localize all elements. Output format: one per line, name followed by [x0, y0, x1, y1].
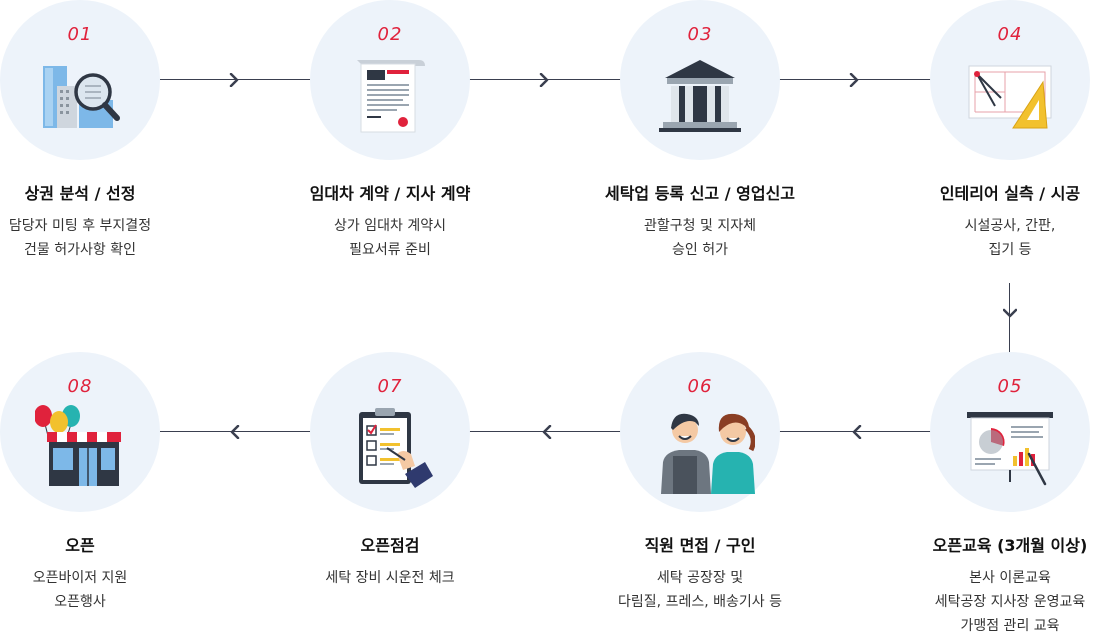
desc-line: 본사 이론교육	[969, 570, 1051, 586]
chevron-down-icon	[1003, 308, 1017, 318]
step-06-title: 직원 면접 / 구인	[644, 536, 756, 555]
step-05-desc: 본사 이론교육 세탁공장 지사장 운영교육 가맹점 관리 교육	[890, 566, 1094, 638]
chevron-left-icon	[230, 425, 240, 439]
desc-line: 승인 허가	[672, 242, 728, 258]
step-number: 07	[377, 376, 403, 397]
step-01-circle: 01	[0, 0, 160, 160]
desc-line: 집기 등	[988, 242, 1032, 258]
step-03-title: 세탁업 등록 신고 / 영업신고	[604, 184, 796, 203]
desc-line: 시설공사, 간판,	[964, 218, 1056, 234]
step-08-title: 오픈	[65, 536, 95, 555]
checklist-clipboard-icon	[359, 408, 433, 488]
chevron-right-icon	[229, 73, 239, 87]
desc-line: 가맹점 관리 교육	[960, 618, 1060, 634]
desc-line: 세탁공장 지사장 운영교육	[934, 594, 1086, 610]
step-number: 03	[687, 24, 713, 45]
step-04-desc: 시설공사, 간판, 집기 등	[890, 214, 1094, 262]
desc-line: 상가 임대차 계약시	[334, 218, 446, 234]
chevron-left-icon	[852, 425, 862, 439]
step-01-desc: 담당자 미팅 후 부지결정 건물 허가사항 확인	[0, 214, 200, 262]
desc-line: 세탁 장비 시운전 체크	[325, 570, 455, 586]
step-04-circle: 04	[930, 0, 1090, 160]
building-search-icon	[43, 66, 120, 128]
staff-people-icon	[661, 413, 755, 494]
chevron-right-icon	[849, 73, 859, 87]
step-07-circle: 07	[310, 352, 470, 512]
contract-document-icon	[357, 60, 425, 133]
step-number: 08	[67, 376, 93, 397]
step-number: 02	[377, 24, 403, 45]
step-06-desc: 세탁 공장장 및 다림질, 프레스, 배송기사 등	[580, 566, 820, 614]
store-balloons-icon	[35, 405, 121, 486]
step-08-desc: 오픈바이저 지원 오픈행사	[0, 566, 200, 614]
connector-line-4-5	[1009, 283, 1010, 353]
desc-line: 담당자 미팅 후 부지결정	[8, 218, 152, 234]
step-04-title: 인테리어 실측 / 시공	[939, 184, 1081, 203]
step-02-desc: 상가 임대차 계약시 필요서류 준비	[270, 214, 510, 262]
desc-line: 관할구청 및 지자체	[644, 218, 756, 234]
step-number: 06	[687, 376, 713, 397]
step-03-circle: 03	[620, 0, 780, 160]
step-number: 01	[67, 24, 93, 45]
step-number: 05	[997, 376, 1023, 397]
step-05-circle: 05	[930, 352, 1090, 512]
step-02-title: 임대차 계약 / 지사 계약	[309, 184, 471, 203]
step-02-circle: 02	[310, 0, 470, 160]
step-05-title: 오픈교육 (3개월 이상)	[932, 536, 1088, 555]
step-07-title: 오픈점검	[360, 536, 420, 555]
desc-line: 오픈바이저 지원	[32, 570, 128, 586]
presentation-board-icon	[967, 412, 1053, 486]
chevron-left-icon	[542, 425, 552, 439]
desc-line: 필요서류 준비	[349, 242, 431, 258]
desc-line: 오픈행사	[54, 594, 106, 610]
step-number: 04	[997, 24, 1023, 45]
desc-line: 세탁 공장장 및	[656, 570, 744, 586]
step-06-circle: 06	[620, 352, 780, 512]
desc-line: 건물 허가사항 확인	[24, 242, 136, 258]
step-07-desc: 세탁 장비 시운전 체크	[270, 566, 510, 590]
desc-line: 다림질, 프레스, 배송기사 등	[618, 594, 782, 610]
step-01-title: 상권 분석 / 선정	[24, 184, 136, 203]
government-building-icon	[659, 60, 741, 132]
step-03-desc: 관할구청 및 지자체 승인 허가	[580, 214, 820, 262]
connector-line-7-8	[160, 431, 310, 432]
chevron-right-icon	[539, 73, 549, 87]
blueprint-ruler-icon	[968, 65, 1052, 129]
step-08-circle: 08	[0, 352, 160, 512]
